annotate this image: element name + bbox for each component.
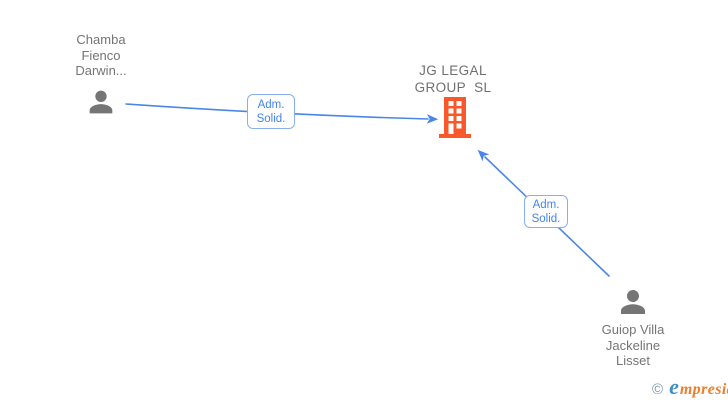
person1-name-line1: Chamba <box>76 32 126 47</box>
edge-label-adm-solid-1: Adm. Solid. <box>247 94 295 129</box>
person1-name-line3: Darwin... <box>75 63 127 78</box>
edge-label-line2: Solid. <box>531 212 561 225</box>
edge-label-line1: Adm. <box>257 98 285 111</box>
person2-name-line2: Jackeline <box>605 337 661 353</box>
edge-label-adm-solid-2: Adm. Solid. <box>524 195 568 228</box>
logo-text: mpresia <box>679 381 728 398</box>
edge-label-line1: Adm. <box>532 198 560 211</box>
company-name-line2: GROUP SL <box>414 79 492 95</box>
person2-name-line1: Guiop Villa <box>601 322 665 337</box>
person1-name: Chamba Fienco Darwin... <box>41 32 161 79</box>
company-name: JG LEGAL GROUP SL <box>391 63 515 96</box>
empresia-logo[interactable]: © e mpresia <box>652 374 728 400</box>
person1-node[interactable] <box>84 85 118 119</box>
company-node[interactable] <box>439 97 471 138</box>
logo-letter-e: e <box>669 374 679 399</box>
person1-name-line2: Fienco <box>81 47 121 63</box>
copyright-icon: © <box>652 381 664 398</box>
person-icon <box>621 290 645 314</box>
person-icon <box>89 90 113 114</box>
company-name-line1: JG LEGAL <box>419 63 487 78</box>
person2-name-line3: Lisset <box>616 353 650 368</box>
person2-name: Guiop Villa Jackeline Lisset <box>571 322 695 369</box>
building-icon <box>439 97 471 138</box>
person2-node[interactable] <box>615 284 651 320</box>
edge-label-line2: Solid. <box>256 112 286 125</box>
